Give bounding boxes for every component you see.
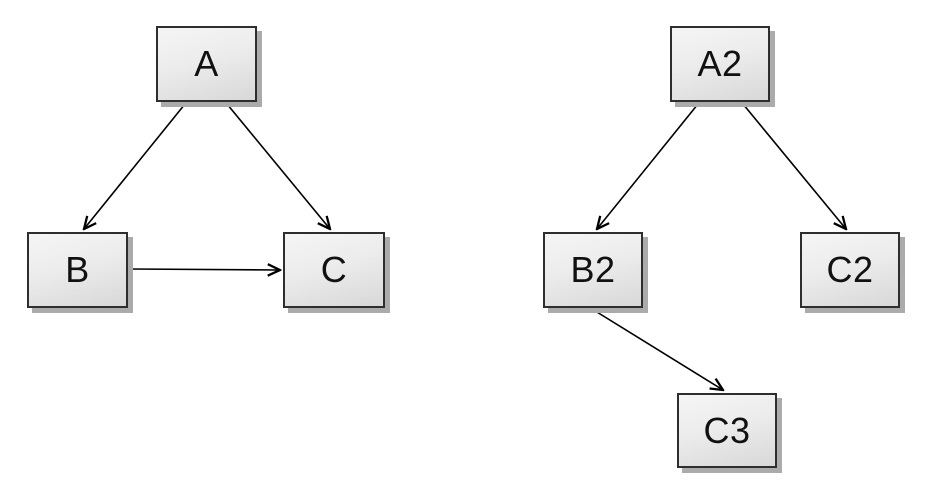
node-B2: B2 bbox=[543, 232, 643, 308]
diagram-node-label: B bbox=[65, 249, 90, 290]
edge-B2-C3 bbox=[591, 308, 723, 390]
diagram-node-label: C2 bbox=[826, 249, 874, 290]
edge-A-C bbox=[226, 103, 330, 229]
node-B: B bbox=[27, 232, 128, 308]
diagram-node-label: C3 bbox=[703, 409, 751, 451]
node-A2: A2 bbox=[670, 26, 770, 102]
diagram-node-label: A2 bbox=[697, 43, 743, 84]
diagram-node-label: B2 bbox=[570, 249, 616, 290]
node-C3: C3 bbox=[677, 393, 777, 468]
node-C: C bbox=[283, 232, 385, 308]
edge-A2-C2 bbox=[742, 103, 846, 229]
node-C2: C2 bbox=[800, 232, 900, 308]
diagram-node-label: A bbox=[194, 43, 219, 84]
diagram-node-label: C bbox=[320, 249, 348, 290]
edge-A2-B2 bbox=[597, 103, 699, 229]
edge-B-C bbox=[129, 269, 280, 270]
edge-A-B bbox=[84, 103, 186, 229]
node-A: A bbox=[156, 26, 257, 102]
